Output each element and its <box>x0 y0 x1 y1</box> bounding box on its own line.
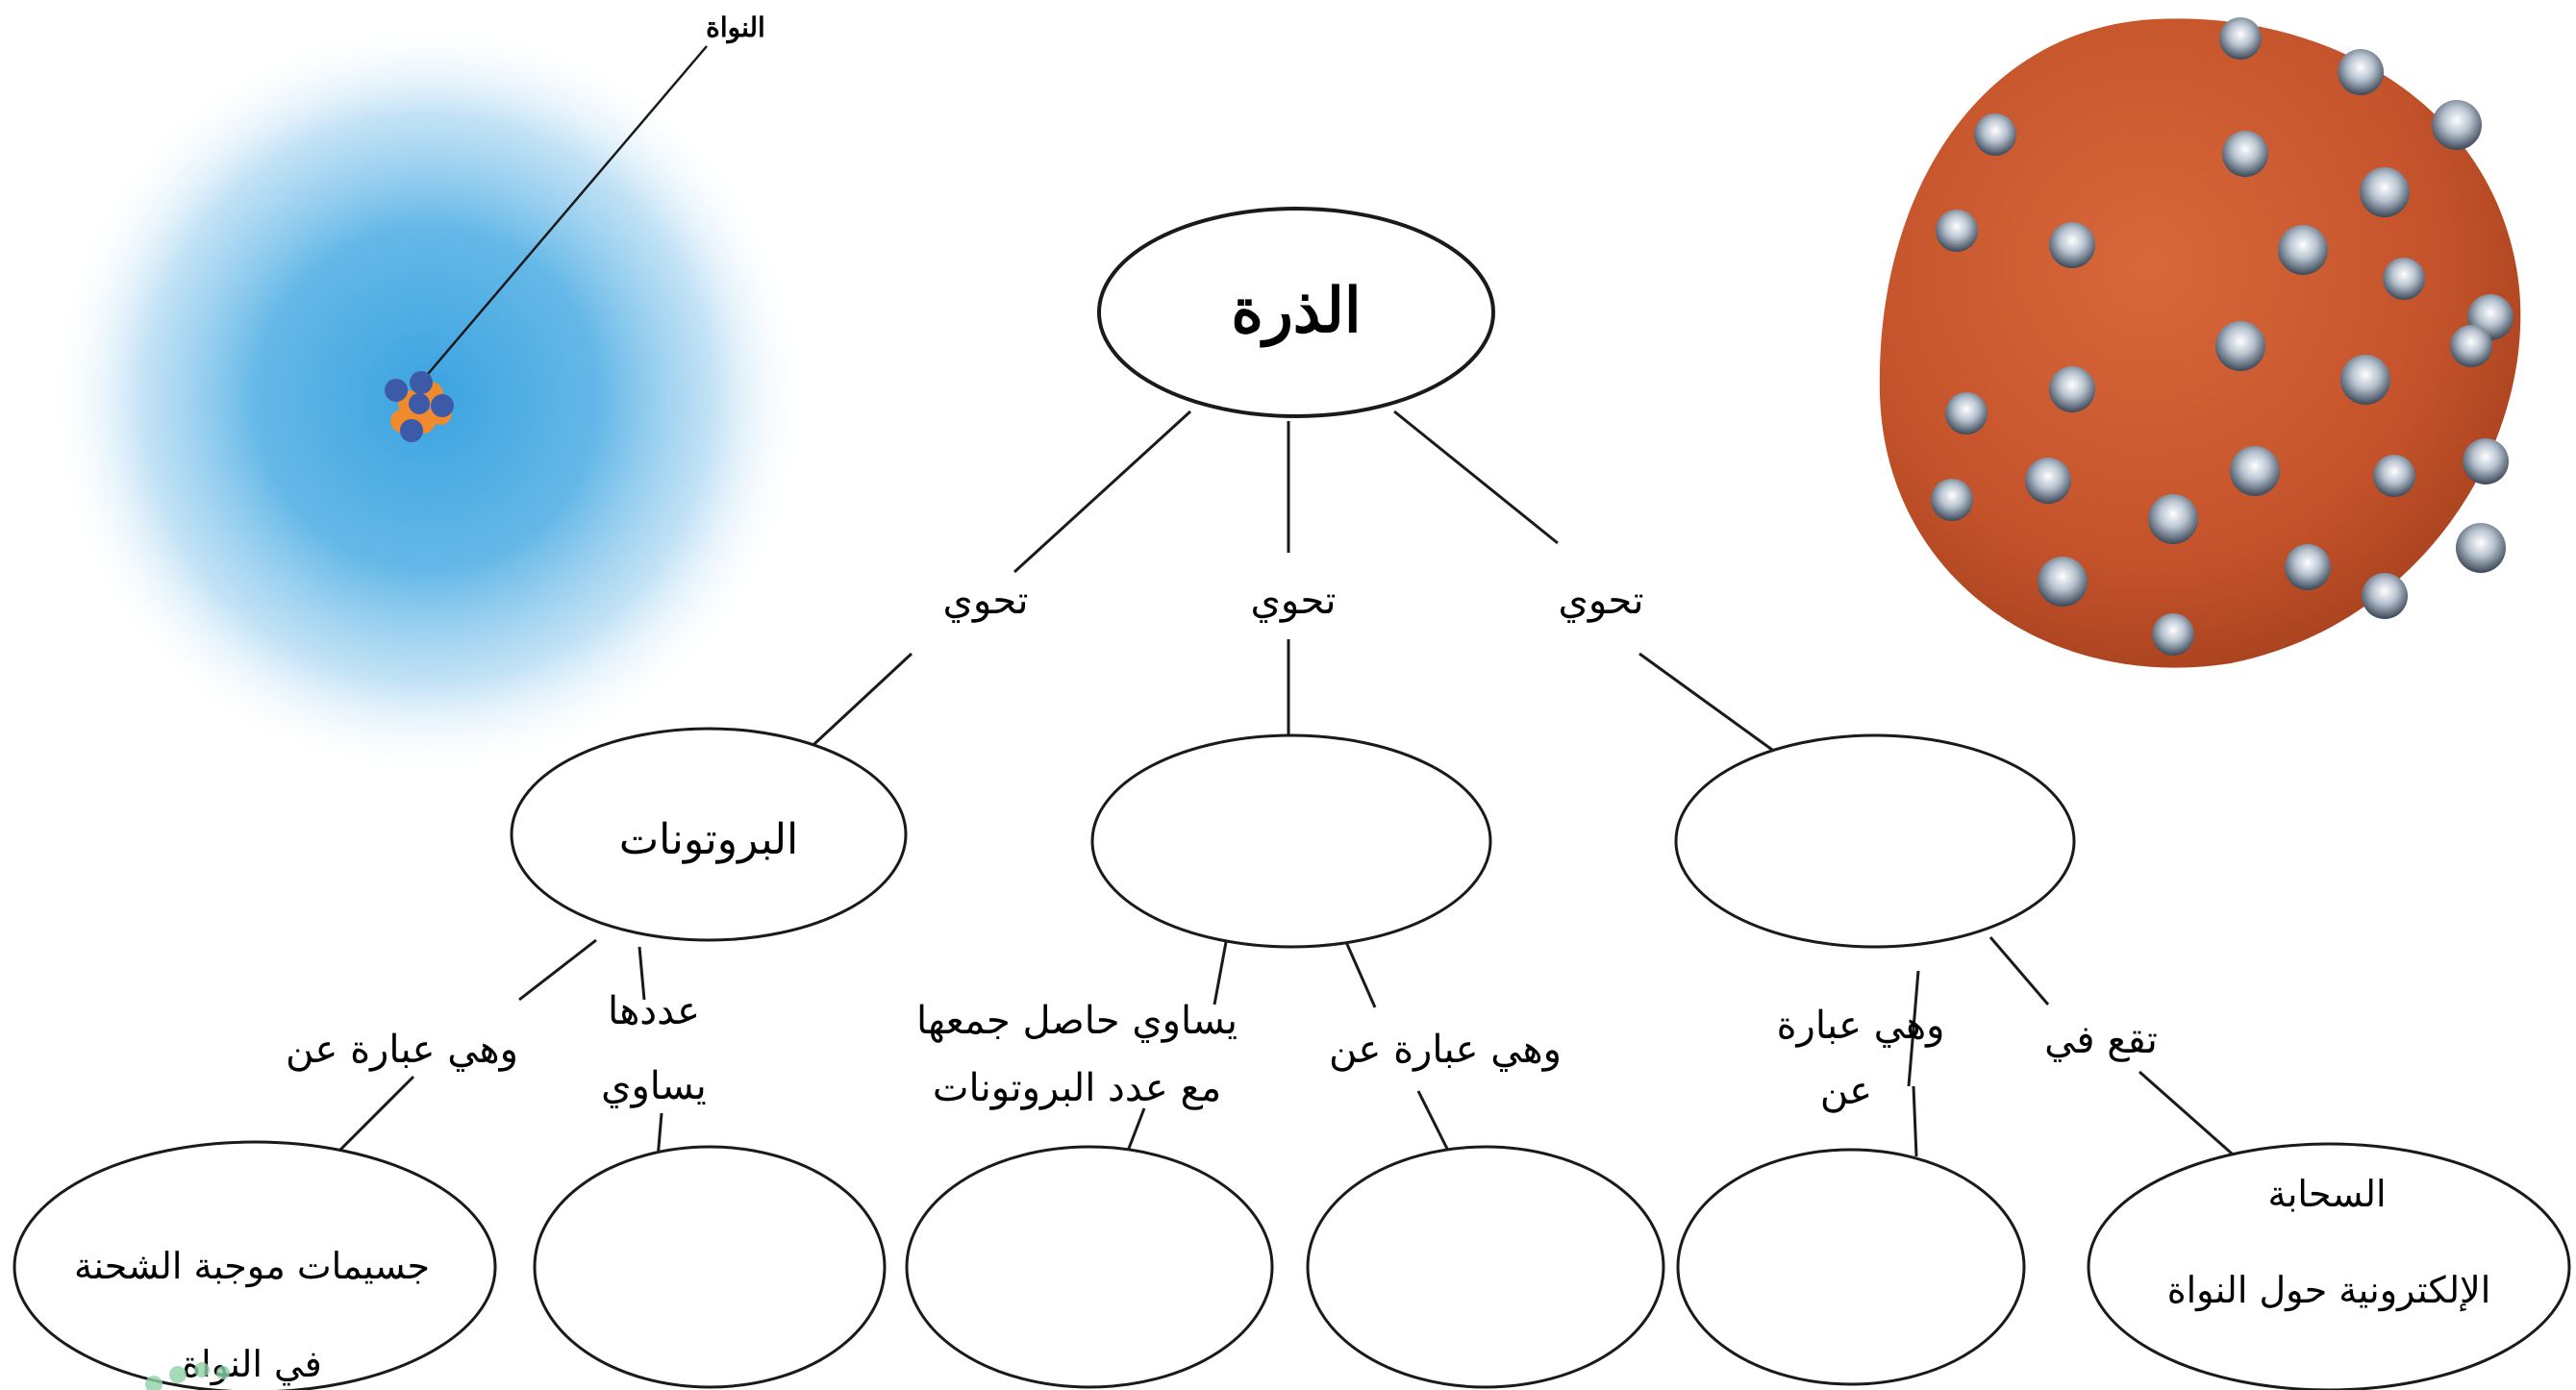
leaf-blank-2[interactable] <box>533 1145 887 1389</box>
root-node-label: الذرة <box>1231 275 1361 348</box>
ball-bead <box>2152 613 2194 656</box>
leaf-blank-5[interactable] <box>1676 1148 2026 1386</box>
link-labels: تحوي تحوي تحوي وهي عبارة عن عددها يساوي … <box>286 579 2158 1113</box>
ball-bead <box>2450 325 2492 367</box>
nucleus-pointer-line <box>422 45 708 381</box>
ball-bead <box>1936 210 1978 252</box>
nucleus <box>385 371 454 442</box>
embedded-beads <box>1931 17 2513 656</box>
connector-lines <box>325 410 2241 1165</box>
ball-bead <box>2049 366 2095 412</box>
ball-body <box>1879 18 2521 668</box>
leaf-blank-3[interactable] <box>905 1145 1274 1389</box>
ball-bead <box>2230 446 2280 496</box>
link-label-left: تحوي <box>943 579 1029 623</box>
link-middle-is: وهي عبارة عن <box>1329 1028 1562 1072</box>
ball-bead <box>2049 222 2095 268</box>
ball-bead <box>2215 321 2265 371</box>
ball-bead <box>1974 113 2016 156</box>
nucleus-label: النواة <box>706 12 765 44</box>
ball-bead <box>1931 479 1973 521</box>
ball-bead <box>2373 455 2415 497</box>
link-label-middle: تحوي <box>1251 579 1337 623</box>
ball-bead <box>2383 258 2425 300</box>
node-protons: البروتونات <box>510 727 908 942</box>
link-middle-sum-line1: يساوي حاصل جمعها <box>916 999 1238 1043</box>
ball-bead <box>2278 225 2328 275</box>
ball-bead <box>1945 392 1988 434</box>
leaf-electron-cloud-line2: الإلكترونية حول النواة <box>2167 1269 2491 1312</box>
ball-bead <box>2038 557 2088 607</box>
ball-bead <box>2456 523 2506 573</box>
node-right-blank[interactable] <box>1674 733 2076 949</box>
link-right-located: تقع في <box>2044 1018 2158 1062</box>
ball-bead <box>2148 494 2198 544</box>
ball-model-illustration <box>1879 17 2521 668</box>
leaf-positive-particles: جسيمات موجبة الشحنة في النواة <box>13 1140 497 1390</box>
root-node: الذرة <box>1097 207 1495 418</box>
link-protons-is: وهي عبارة عن <box>286 1028 518 1072</box>
leaf-electron-cloud: السحابة الإلكترونية حول النواة <box>2087 1142 2571 1390</box>
link-right-is-line2: عن <box>1820 1069 1872 1113</box>
ball-bead <box>2222 131 2268 177</box>
link-middle-sum-line2: مع عدد البروتونات <box>933 1066 1221 1110</box>
ball-bead <box>2338 49 2384 95</box>
atom-illustration: النواة <box>48 12 808 779</box>
ball-bead <box>2432 100 2482 150</box>
ball-bead <box>2219 17 2262 60</box>
leaf-positive-particles-line1: جسيمات موجبة الشحنة <box>74 1245 430 1288</box>
link-protons-count-line1: عددها <box>608 989 700 1033</box>
link-label-right: تحوي <box>1559 579 1644 623</box>
leaf-blank-4[interactable] <box>1306 1145 1665 1389</box>
ball-bead <box>2340 355 2390 405</box>
ball-bead <box>2025 458 2071 504</box>
leaf-electron-cloud-line1: السحابة <box>2267 1173 2386 1215</box>
link-right-is-line1: وهي عبارة <box>1777 1004 1945 1048</box>
node-middle-blank[interactable] <box>1090 733 1492 949</box>
ball-bead <box>2285 544 2331 590</box>
ball-bead <box>2360 167 2410 217</box>
decorative-dots <box>145 1362 230 1390</box>
node-protons-label: البروتونات <box>619 815 798 864</box>
link-protons-count-line2: يساوي <box>601 1064 707 1108</box>
ball-bead <box>2463 438 2509 484</box>
ball-bead <box>2362 573 2408 619</box>
